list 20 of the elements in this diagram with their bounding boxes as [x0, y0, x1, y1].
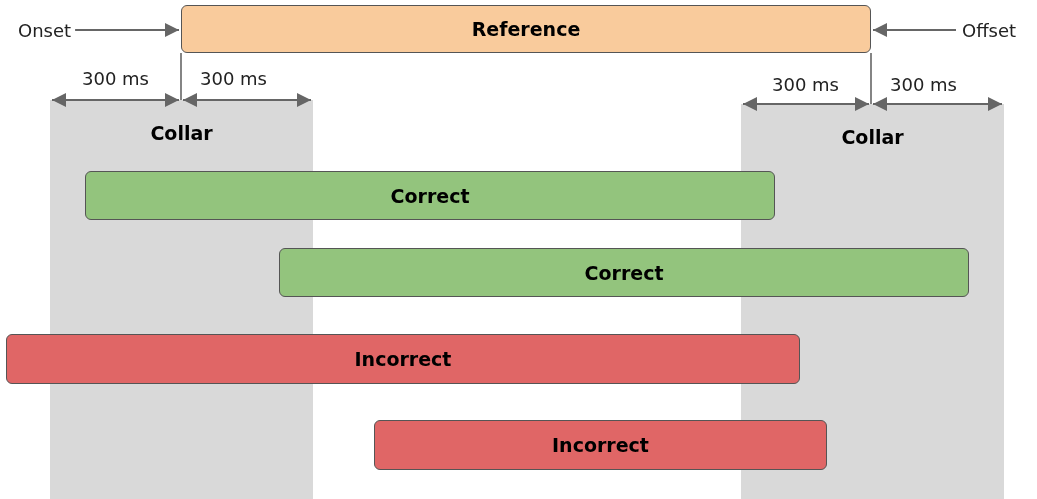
arrow — [872, 23, 957, 37]
duration-label: 300 ms — [890, 74, 957, 95]
interval-bar — [85, 171, 775, 220]
band-label: Collar — [150, 122, 213, 144]
bar-label: Reference — [471, 18, 581, 40]
bar-label: Correct — [584, 261, 664, 284]
arrow — [74, 23, 180, 37]
event-label: Onset — [18, 17, 72, 43]
interval-bar — [279, 248, 969, 297]
bar-label: Correct — [390, 184, 470, 207]
duration-label: 300 ms — [82, 68, 149, 89]
event-label: Offset — [962, 17, 1017, 43]
bar-label: Incorrect — [354, 348, 452, 370]
interval-bar — [6, 334, 800, 384]
interval-bar — [181, 5, 871, 53]
interval-bar — [374, 420, 827, 470]
duration-label: 300 ms — [200, 68, 267, 89]
bar-label: Incorrect — [552, 434, 649, 456]
duration-label: 300 ms — [772, 74, 839, 95]
band-label: Collar — [841, 126, 904, 148]
